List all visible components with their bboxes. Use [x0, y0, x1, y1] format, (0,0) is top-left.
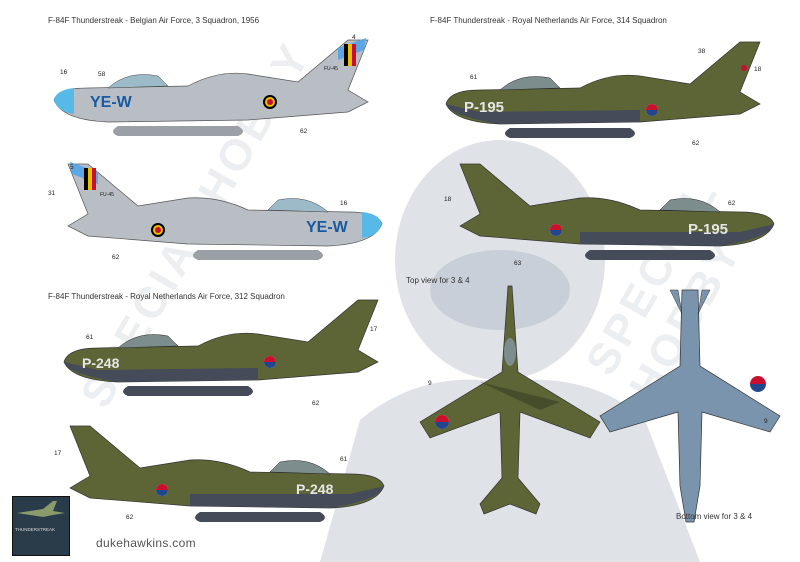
callout-16-belgian-right: 16: [340, 200, 348, 207]
callout-4-belgian: 4: [352, 34, 356, 41]
book-cover-aircraft-icon: [17, 501, 65, 517]
belgian-left-letters: YE-W: [90, 94, 133, 111]
aircraft-top-view: [419, 285, 601, 515]
callout-18-nl314-right: 18: [444, 196, 452, 203]
callout-62-belgian: 62: [300, 128, 308, 135]
callout-9-top: 9: [428, 380, 432, 387]
callout-62-belgian-right: 62: [112, 254, 120, 261]
belgian-left-code: FU-45: [324, 66, 338, 72]
aircraft-belgian-left-profile: YE-W FU-45: [53, 38, 369, 136]
heading-belgian: F-84F Thunderstreak - Belgian Air Force,…: [48, 16, 260, 25]
callout-38-nl314: 38: [698, 48, 706, 55]
aircraft-rnlaf-314-left-profile: P-195: [445, 41, 761, 138]
rnlaf-312-right-serial: P-248: [296, 481, 334, 497]
callout-9-bottom: 9: [764, 418, 768, 425]
caption-bottom-view: Bottom view for 3 & 4: [676, 512, 753, 521]
callout-5-belgian-right: 5: [70, 164, 74, 171]
rnlaf-314-right-serial: P-195: [688, 221, 728, 238]
heading-rnlaf-312: F-84F Thunderstreak - Royal Netherlands …: [48, 292, 285, 301]
aircraft-belgian-right-profile: YE-W FU-45: [67, 162, 383, 260]
book-title: THUNDERSTREAK: [15, 527, 56, 532]
rnlaf-312-left-serial: P-248: [82, 355, 120, 371]
belgian-right-letters: YE-W: [306, 219, 349, 236]
caption-top-view: Top view for 3 & 4: [406, 276, 470, 285]
aircraft-rnlaf-312-right-profile: P-248: [69, 425, 385, 522]
book-cover-thumbnail: THUNDERSTREAK: [12, 496, 70, 556]
footer-website[interactable]: dukehawkins.com: [96, 536, 196, 550]
aircraft-bottom-view: [599, 289, 781, 523]
callout-62-nl314-right: 63: [514, 260, 522, 267]
aircraft-rnlaf-314-right-profile: P-195: [459, 163, 775, 260]
callout-61-nl314-right: 62: [728, 200, 736, 207]
aircraft-rnlaf-312-left-profile: P-248: [63, 299, 379, 396]
heading-rnlaf-314: F-84F Thunderstreak - Royal Netherlands …: [430, 16, 667, 25]
callout-31-belgian-right: 31: [48, 190, 56, 197]
callout-17-nl312-right: 17: [54, 450, 62, 457]
callout-62-nl312-right: 62: [126, 514, 134, 521]
callout-18-nl314: 18: [754, 66, 762, 73]
callout-61-nl314: 61: [470, 74, 478, 81]
callout-17-nl312: 17: [370, 326, 378, 333]
callout-61-nl312: 61: [86, 334, 94, 341]
callout-58-belgian: 58: [98, 71, 106, 78]
callout-62-nl314: 62: [692, 140, 700, 147]
belgian-right-code: FU-45: [100, 192, 114, 198]
rnlaf-314-left-serial: P-195: [464, 99, 504, 116]
callout-62-nl312: 62: [312, 400, 320, 407]
callout-16-belgian: 16: [60, 69, 68, 76]
callout-61-nl312-right: 61: [340, 456, 348, 463]
